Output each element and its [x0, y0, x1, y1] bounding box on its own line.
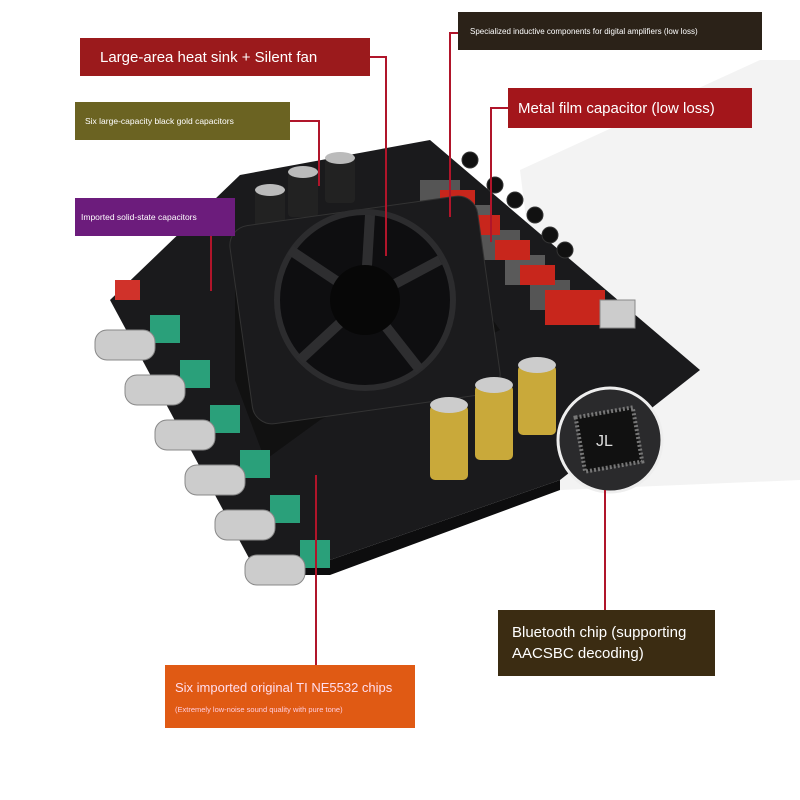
black-gold-caps-label: Six large-capacity black gold capacitors [75, 102, 290, 140]
bluetooth-chip-label: Bluetooth chip (supporting AACSBC decodi… [498, 610, 715, 676]
inductors-label: Specialized inductive components for dig… [458, 12, 762, 50]
leader-line [210, 236, 212, 291]
usb-port [599, 299, 636, 329]
solid-state-caps-label: Imported solid-state capacitors [75, 198, 235, 236]
inductors-label-text: Specialized inductive components for dig… [470, 26, 698, 36]
black-gold-caps-label-text: Six large-capacity black gold capacitors [85, 116, 234, 126]
ne5532-label-subtitle: (Extremely low-noise sound quality with … [175, 704, 343, 714]
leader-line [318, 120, 320, 186]
leader-line [288, 120, 319, 122]
leader-line [368, 56, 386, 58]
leader-line [604, 490, 606, 612]
power-switch [115, 280, 140, 300]
chip-logo: JL [596, 433, 613, 450]
heat-sink-label-text: Large-area heat sink + Silent fan [100, 48, 318, 66]
solid-state-caps-label-text: Imported solid-state capacitors [81, 212, 197, 222]
bluetooth-chip-label-line1: Bluetooth chip (supporting [512, 624, 687, 641]
capacitors-front [430, 357, 556, 480]
leader-line [490, 107, 492, 242]
leader-line [315, 475, 317, 667]
bluetooth-chip-label-line2: AACSBC decoding) [512, 645, 644, 662]
leader-line [449, 32, 459, 34]
ne5532-label: Six imported original TI NE5532 chips (E… [165, 665, 415, 728]
leader-line [490, 107, 510, 109]
metal-film-cap-label: Metal film capacitor (low loss) [508, 88, 752, 128]
leader-line [449, 32, 451, 217]
volume-knobs [94, 315, 330, 586]
metal-film-cap-label-text: Metal film capacitor (low loss) [518, 99, 715, 117]
ne5532-label-title: Six imported original TI NE5532 chips [175, 679, 393, 695]
heat-sink-label: Large-area heat sink + Silent fan [80, 38, 370, 76]
leader-line [385, 56, 387, 256]
